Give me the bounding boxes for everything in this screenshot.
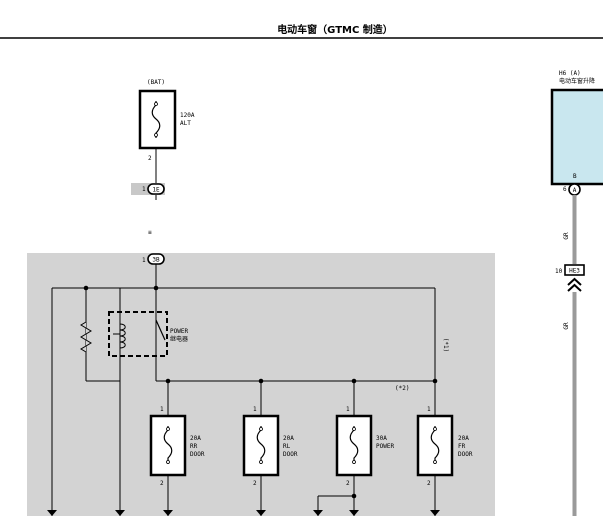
fuse-rating: 20A [190, 435, 201, 442]
continuation-arrows [47, 510, 440, 516]
fuse-line1: POWER [376, 443, 394, 450]
fuse-pin-bottom: 2 [160, 480, 164, 487]
connector-separator-icon [567, 277, 582, 292]
fuse-rating: 20A [283, 435, 294, 442]
connector-1e-id: 1E [152, 187, 160, 194]
note-1: (*1) [442, 338, 449, 352]
fuse-line2: DOOR [190, 451, 205, 458]
connector-1e [147, 183, 165, 195]
alt-fuse [138, 89, 177, 150]
relay-label-cn: 继电器 [170, 335, 188, 343]
fuse-element-icon [163, 426, 173, 464]
fuse-pin-bottom: 2 [253, 480, 257, 487]
fuse-rating: 20A [458, 435, 469, 442]
fuse-rating: 30A [376, 435, 387, 442]
alt-fuse-pin: 2 [148, 155, 152, 162]
connector-a-id: A [573, 187, 577, 194]
down-arrow-icon [115, 510, 125, 516]
wire-color-lower: GR [563, 322, 570, 330]
fuse-pin-top: 1 [253, 406, 257, 413]
fuse-pin-bottom: 2 [427, 480, 431, 487]
connector-3b-id: 3B [152, 257, 160, 264]
down-arrow-icon [256, 510, 266, 516]
down-arrow-icon [163, 510, 173, 516]
connector-1e-pin: 1 [142, 186, 146, 193]
relay-coil-icon [119, 323, 126, 349]
ground-symbol: ≡ [148, 229, 152, 236]
fuse-rr-door: 1 20A RR DOOR 2 [149, 406, 205, 487]
component-h6 [550, 88, 603, 186]
wire-color-upper: GR [563, 232, 570, 240]
connector-he3-pin: 10 [555, 268, 563, 275]
fuse-line2: DOOR [283, 451, 298, 458]
fuse-line2: DOOR [458, 451, 473, 458]
alt-fuse-name: ALT [180, 120, 191, 127]
relay-switch-icon [155, 319, 166, 341]
fuse-pin-bottom: 2 [346, 480, 350, 487]
fuse-element-icon [151, 101, 161, 138]
junction-dots [83, 285, 438, 499]
fuse-pin-top: 1 [160, 406, 164, 413]
fuse-line1: RR [190, 443, 198, 450]
power-relay [108, 311, 168, 357]
page-title: 电动车窗（GTMC 制造） [277, 23, 393, 36]
fuse-element-icon [256, 426, 266, 464]
fuse-pin-top: 1 [346, 406, 350, 413]
fuse-pin-icon [154, 102, 158, 106]
fuse-power: 1 30A POWER 2 [335, 406, 394, 487]
connector-a-pin: 6 [563, 186, 567, 193]
component-h6-pin: B [573, 173, 577, 180]
alt-fuse-rating: 120A [180, 112, 195, 119]
fuse-line1: FR [458, 443, 466, 450]
down-arrow-icon [430, 510, 440, 516]
fuse-pin-top: 1 [427, 406, 431, 413]
fuse-element-icon [349, 426, 359, 464]
connector-he3-id: HE3 [569, 268, 580, 275]
connector-3b-pin: 1 [142, 257, 146, 264]
fuse-element-icon [430, 426, 440, 464]
connector-he3 [564, 264, 585, 276]
resistor-icon [80, 318, 92, 356]
down-arrow-icon [47, 510, 57, 516]
panel-wiring [51, 264, 436, 516]
fuse-fr-door: 1 20A FR DOOR 2 [416, 406, 473, 487]
fuse-rl-door: 1 20A RL DOOR 2 [242, 406, 298, 487]
note-2: (*2) [395, 385, 409, 392]
component-h6-desc: 电动车窗升降 [559, 77, 595, 85]
bat-label: (BAT) [147, 79, 165, 86]
fuse-line1: RL [283, 443, 291, 450]
component-h6-id: H6 (A) [559, 70, 581, 77]
fuse-pin-icon [154, 133, 158, 137]
relay-label-en: POWER [170, 328, 188, 335]
down-arrow-icon [313, 510, 323, 516]
down-arrow-icon [349, 510, 359, 516]
